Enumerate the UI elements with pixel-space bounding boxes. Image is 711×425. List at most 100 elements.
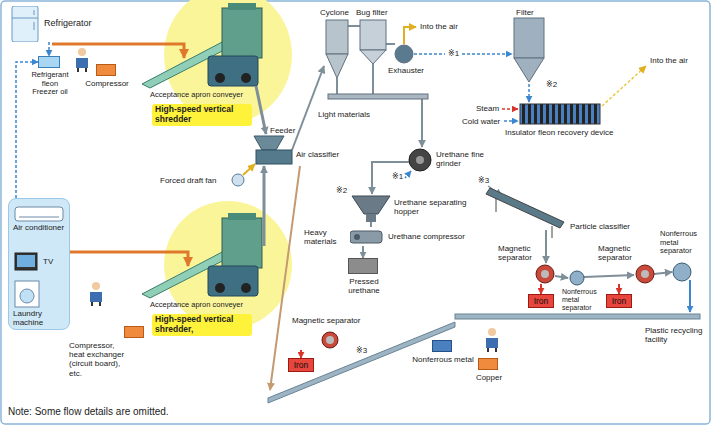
illustration-part: [232, 174, 244, 186]
output-box: Copper: [478, 358, 498, 370]
particle-classifier: [486, 188, 564, 238]
item-label: Urethane compressor: [388, 232, 465, 241]
illustration-part: [292, 66, 324, 150]
fridge-icon: [10, 6, 40, 42]
item-label: TV: [43, 257, 53, 266]
tv-icon: [15, 253, 37, 270]
shredder: [142, 213, 262, 298]
cyclone-filter: [326, 18, 544, 99]
part-label: Cyclone: [320, 8, 349, 17]
illustration-part: [502, 108, 518, 110]
flow-label: Into the air: [420, 22, 458, 31]
washer-icon: [20, 289, 34, 303]
compressor-machine: [354, 234, 360, 240]
item-label: Nonferrous metal: [408, 355, 478, 364]
illustration-part: [570, 271, 584, 285]
magnetic-separator: Magnetic separator: [498, 244, 556, 284]
illustration-part: [602, 66, 646, 106]
illustration-part: [504, 120, 518, 122]
separator-drum: [541, 270, 549, 278]
conveyor-belts: [268, 314, 700, 403]
illustration-part: [370, 222, 372, 227]
part-label: Particle classifier: [570, 222, 630, 231]
illustration-part: [90, 292, 102, 302]
output-box: Nonferrous metal: [432, 340, 452, 352]
appliance-panel: Air conditionerTVLaundry machine: [8, 198, 70, 330]
callout-number: ※1: [392, 172, 403, 181]
illustration-part: [243, 164, 255, 175]
item-label: High-speed vertical shredder: [155, 105, 249, 125]
illustration-part: [263, 166, 266, 246]
illustration-part: [462, 53, 512, 55]
callout-number: ※1: [448, 49, 459, 58]
illustration-part: [366, 214, 376, 222]
illustration-part: [654, 272, 672, 274]
iron-box: Iron: [288, 358, 314, 372]
item-label: Copper: [469, 373, 509, 382]
illustration-part: [241, 73, 251, 83]
part-label: Nonferrous metal separator: [562, 288, 602, 312]
tv-icon: [17, 255, 35, 267]
illustration-part: [215, 73, 225, 83]
illustration-part: [395, 45, 413, 63]
worker: [90, 282, 102, 306]
illustration-part: [76, 58, 88, 68]
illustration-part: [78, 48, 86, 56]
flow-label: Into the air: [650, 56, 688, 65]
flow-connector: [16, 62, 38, 198]
magnetic-separator: Magnetic separator: [292, 316, 370, 350]
illustration-part: [421, 99, 423, 147]
illustration-part: [270, 166, 300, 390]
air-conditioner-icon: [19, 217, 59, 218]
part-label: Urethane separating hopper: [394, 198, 476, 216]
part-label: Air classifier: [296, 150, 339, 159]
illustration-part: [360, 50, 386, 64]
illustration-part: [486, 188, 564, 228]
illustration-part: [70, 252, 188, 266]
illustration-part: [52, 44, 184, 58]
appliance-icon: Refrigerator: [10, 6, 110, 42]
part-label: Forced draft fan: [160, 176, 216, 185]
item-label: Iron: [289, 359, 313, 371]
machine-unit: Urethane compressor: [350, 228, 476, 246]
item-label: Iron: [607, 295, 631, 307]
output-box: Compressor: [96, 64, 116, 76]
fridge-door: [12, 10, 38, 30]
part-label: Nonferrous metal separator: [660, 230, 704, 256]
item-label: Iron: [529, 295, 553, 307]
illustration-part: [254, 136, 284, 150]
part-label: Feeder: [270, 126, 295, 135]
illustration-part: [92, 282, 100, 290]
flow-label: Cold water: [462, 117, 500, 126]
iron-box: Iron: [528, 294, 554, 308]
illustration-part: [386, 43, 395, 45]
washer-icon: [15, 281, 39, 307]
fleon-recovery-coil: [520, 104, 600, 124]
illustration-part: [486, 338, 498, 348]
illustration-part: [488, 328, 496, 336]
item-label: Compressor: [81, 79, 133, 88]
fridge-body: [12, 6, 38, 42]
worker: [76, 48, 88, 72]
flow-connector: [362, 246, 364, 258]
part-label: Bug filter: [356, 8, 388, 17]
illustration-part: [228, 3, 256, 10]
separator-drum: [636, 265, 654, 283]
illustration-part: [514, 18, 544, 58]
callout-number: ※3: [356, 346, 367, 355]
worker: [486, 328, 498, 352]
urethane-line: [352, 149, 431, 222]
illustration-part: [488, 348, 496, 352]
illustration-part: [405, 171, 411, 178]
callout-number: ※3: [478, 176, 489, 185]
illustration-part: [584, 275, 634, 277]
air-conditioner-icon: [15, 207, 63, 221]
illustration-part: [404, 27, 416, 44]
illustration-part: [414, 53, 445, 55]
illustration-part: [256, 86, 266, 134]
illustration-part: [545, 230, 547, 263]
flow-lines: [52, 26, 690, 390]
part-label: Insulator fleon recovery device: [505, 128, 614, 137]
